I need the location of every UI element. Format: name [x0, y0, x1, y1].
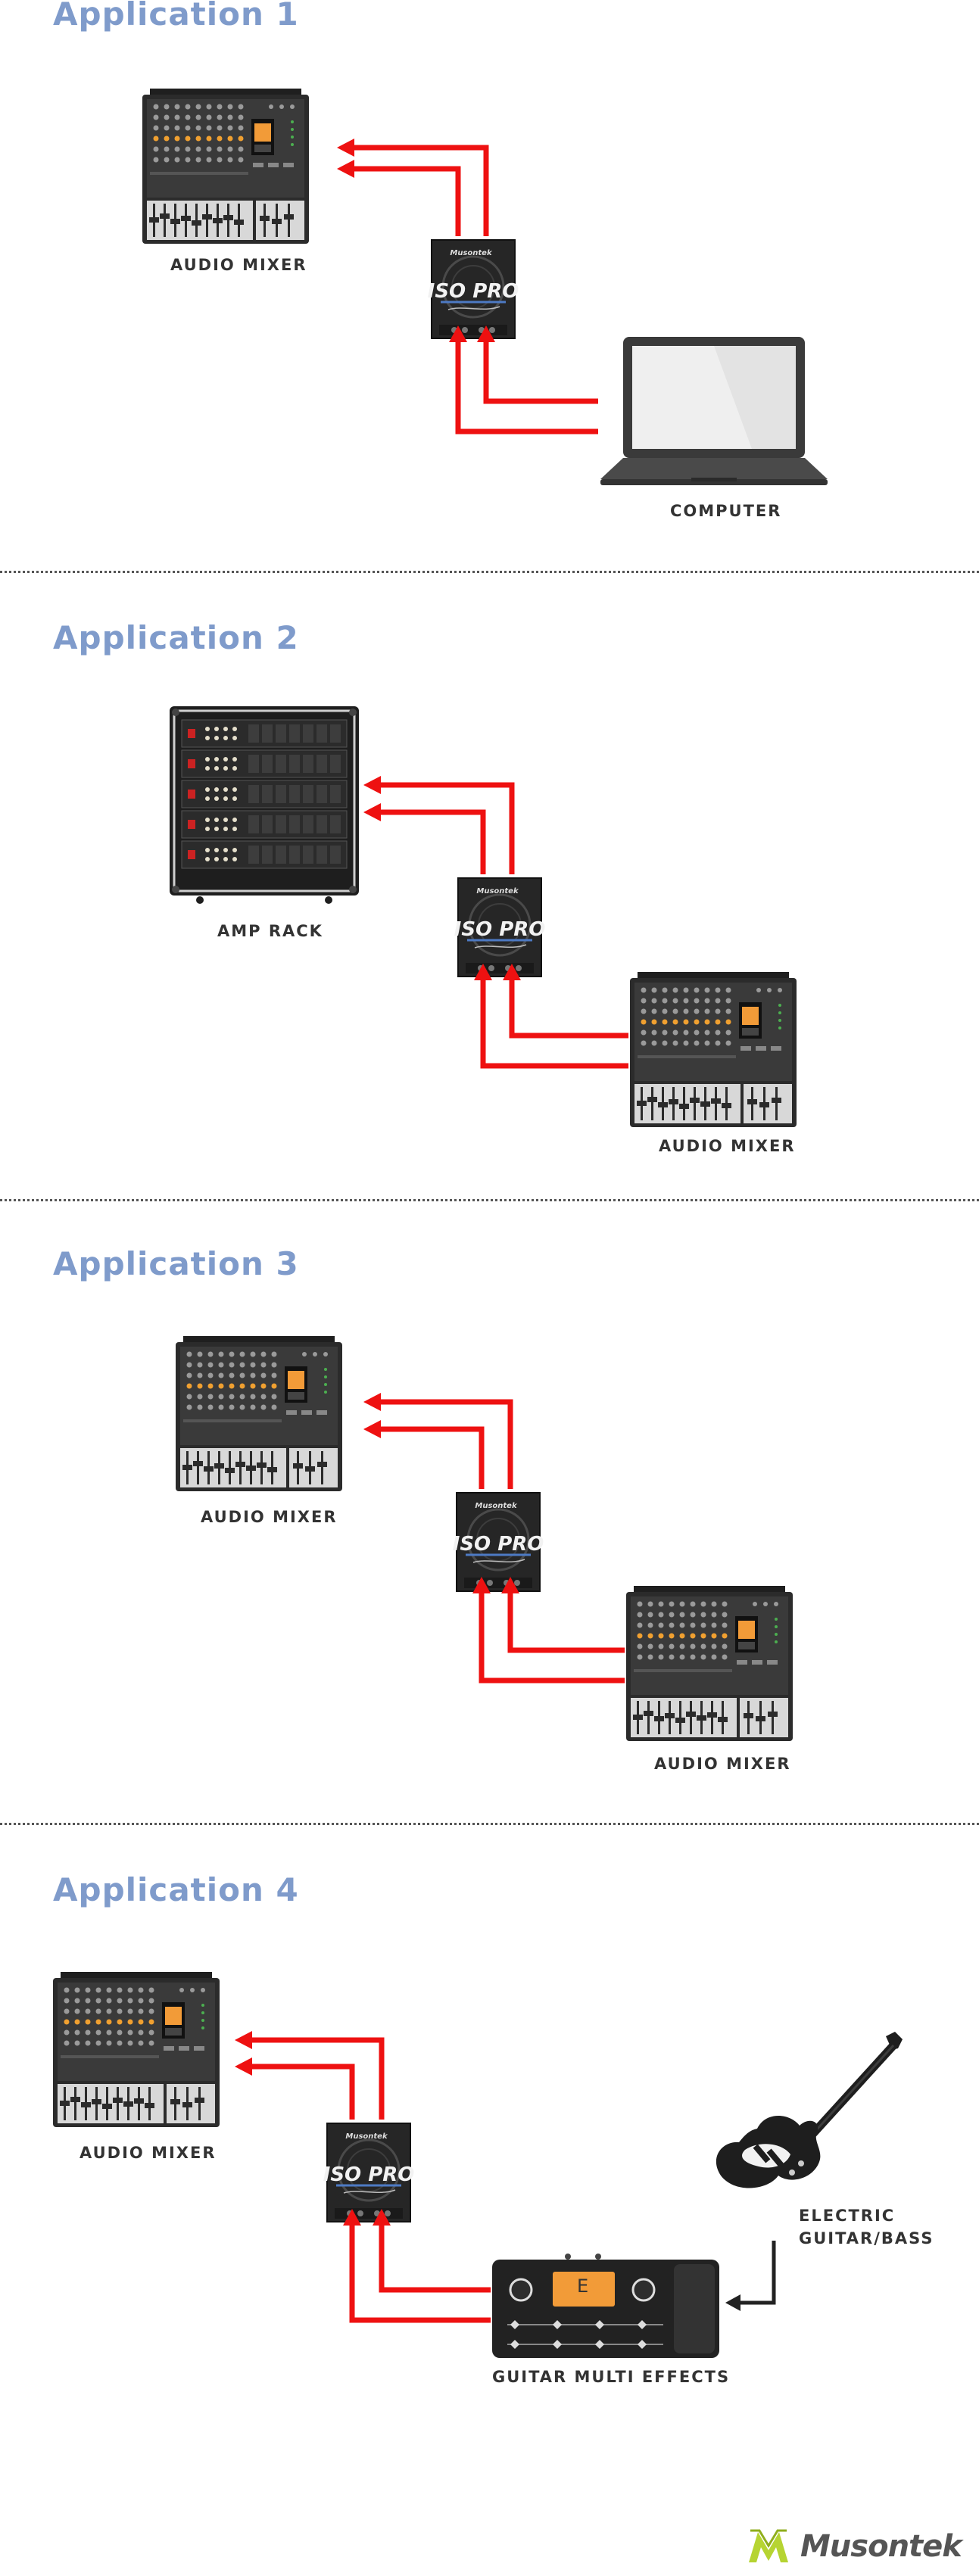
- app4-audio-mixer: [53, 1972, 220, 2127]
- divider-2: [0, 1199, 979, 1201]
- app3-audio-mixer-bottom: [626, 1586, 793, 1741]
- app1-audio-mixer: [142, 89, 309, 244]
- app4-guitar-label-line1: ELECTRIC: [799, 2207, 896, 2225]
- app4-effects-label: GUITAR MULTI EFFECTS: [492, 2368, 731, 2386]
- app1-diagram: [142, 89, 828, 485]
- app3-audio-mixer-top: [176, 1336, 342, 1491]
- app4-diagram: [53, 1972, 903, 2360]
- app3-mixer-bottom-label: AUDIO MIXER: [654, 1755, 791, 1773]
- app4-arrows: [250, 2037, 491, 2323]
- app3-diagram: [176, 1336, 793, 1741]
- app2-arrows: [379, 782, 628, 1069]
- app1-computer: [600, 337, 828, 485]
- app2-iso-pro-device: [453, 877, 547, 978]
- musontek-logo: Musontek: [746, 2525, 962, 2570]
- app1-arrowheads: [337, 139, 495, 342]
- musontek-logo-icon: [749, 2529, 788, 2562]
- app3-arrowheads: [363, 1393, 519, 1593]
- app1-mixer-label: AUDIO MIXER: [170, 256, 307, 274]
- divider-3: [0, 1823, 979, 1825]
- app2-mixer-label: AUDIO MIXER: [659, 1137, 796, 1155]
- app2-title: Application 2: [53, 619, 299, 656]
- app2-diagram: [168, 705, 797, 1127]
- app1-iso-pro-device: [426, 238, 520, 340]
- app3-iso-pro-device: [451, 1491, 545, 1593]
- divider-1: [0, 571, 979, 573]
- app4-electric-guitar: [716, 2032, 903, 2188]
- pedal-display-text: E: [577, 2275, 591, 2297]
- app4-arrowheads: [235, 2031, 391, 2226]
- app2-amp-rack: [168, 705, 360, 905]
- app1-computer-label: COMPUTER: [670, 502, 782, 520]
- app3-arrows: [379, 1399, 625, 1684]
- musontek-logo-text: Musontek: [800, 2529, 962, 2564]
- app1-title: Application 1: [53, 0, 299, 33]
- app4-guitar-to-pedal-arrow: [725, 2241, 776, 2311]
- app4-guitar-label-line2: GUITAR/BASS: [799, 2229, 934, 2247]
- app3-mixer-top-label: AUDIO MIXER: [201, 1508, 338, 1526]
- app4-iso-pro-device: [322, 2122, 416, 2223]
- app4-guitar-multi-effects: [491, 2252, 721, 2360]
- app4-title: Application 4: [53, 1871, 299, 1908]
- app2-arrowheads: [363, 776, 521, 980]
- app4-mixer-label: AUDIO MIXER: [80, 2144, 217, 2162]
- app2-rack-label: AMP RACK: [217, 922, 323, 940]
- app3-title: Application 3: [53, 1245, 299, 1282]
- app1-arrows: [352, 145, 598, 435]
- app2-audio-mixer: [630, 972, 797, 1127]
